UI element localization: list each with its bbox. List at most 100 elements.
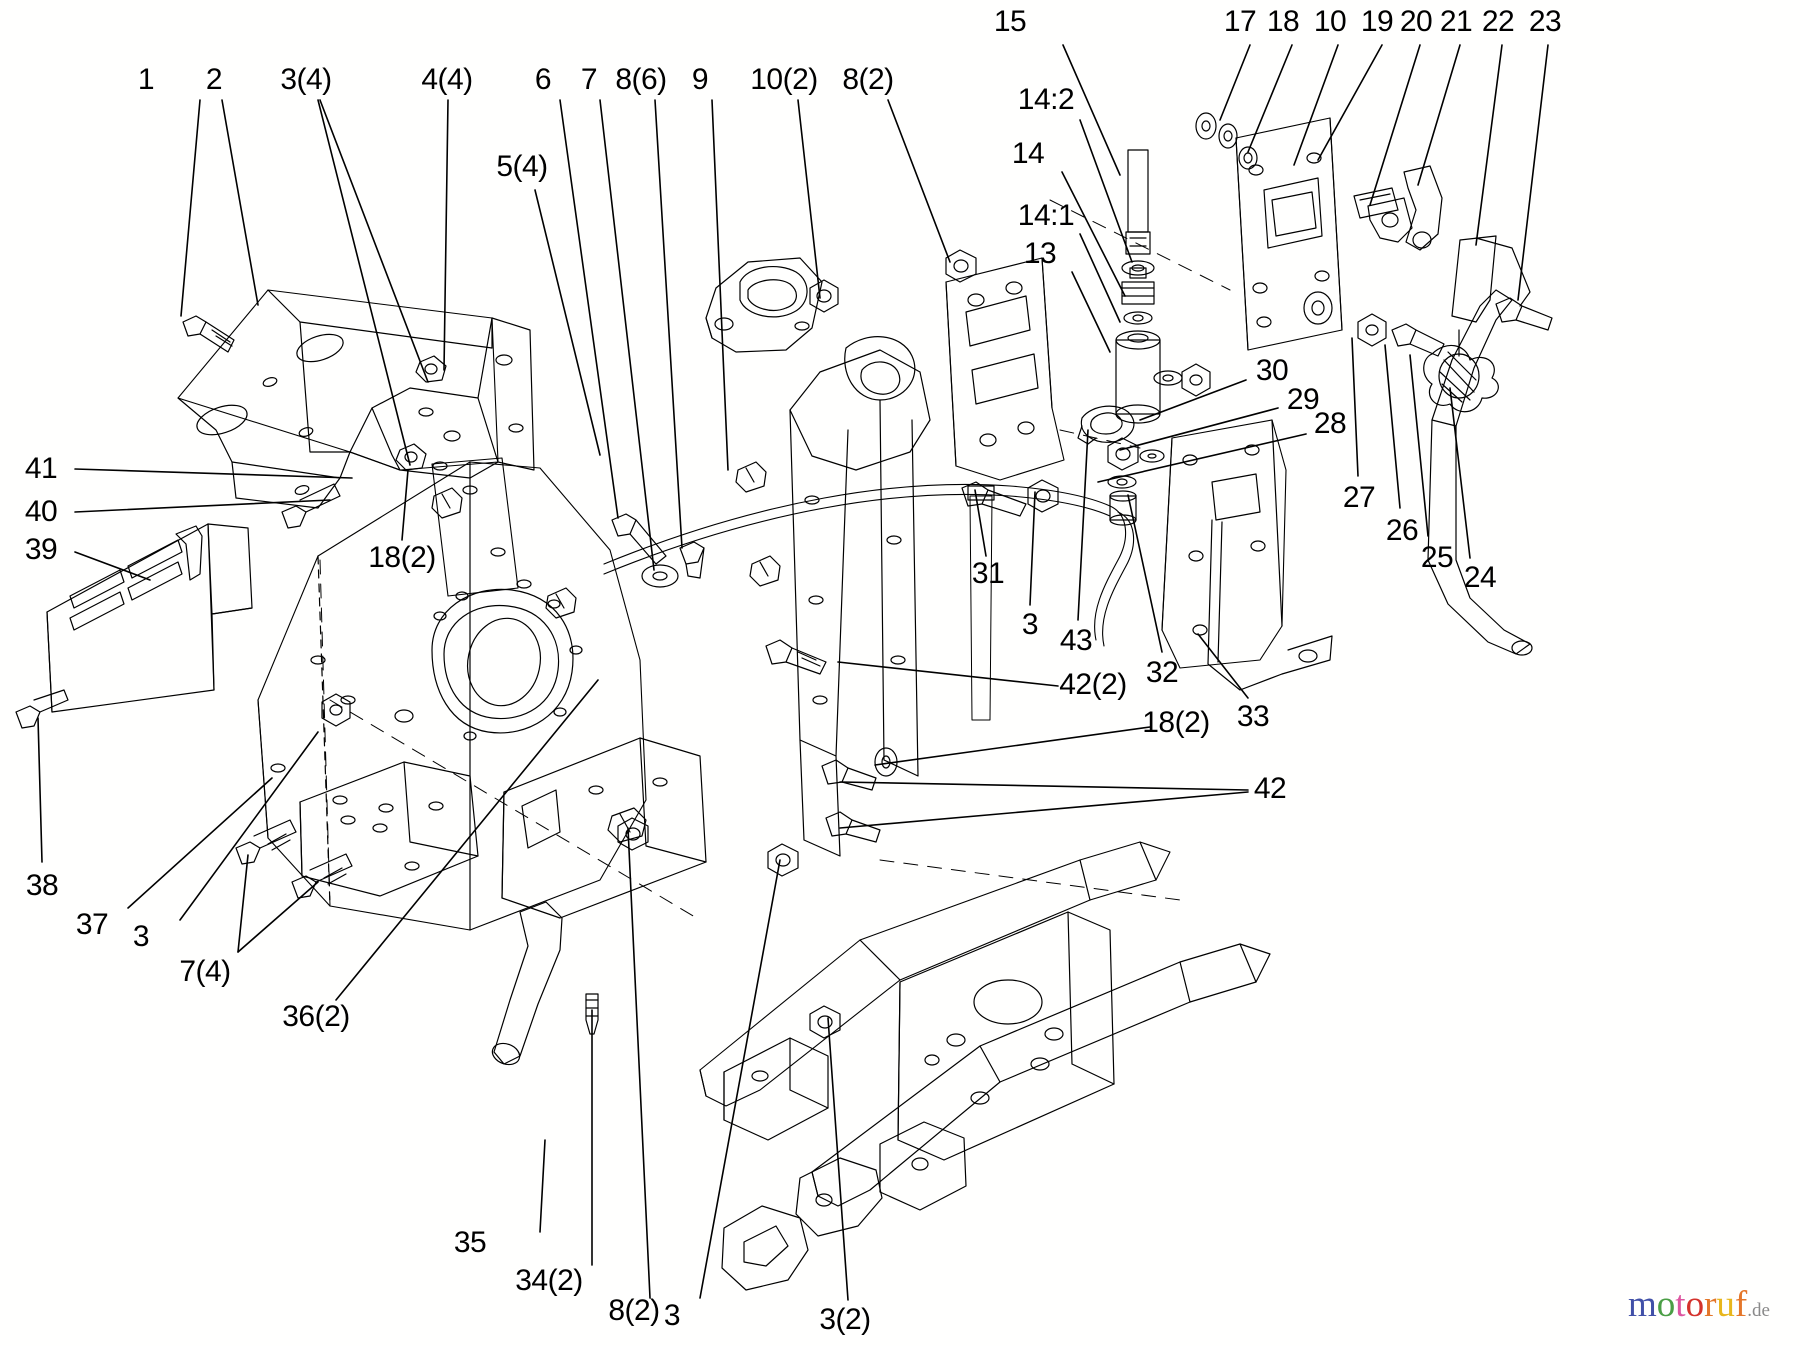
callout-label-26: 26 <box>1385 514 1419 547</box>
callout-label-19: 19 <box>1360 5 1394 38</box>
leader-line <box>1384 344 1401 509</box>
fastener-nut-10a <box>809 279 839 313</box>
leader-line <box>534 189 601 456</box>
leader-line <box>874 726 1151 766</box>
callout-label-13: 13 <box>1023 237 1057 270</box>
callout-label-25: 25 <box>1420 541 1454 574</box>
leader-line <box>839 781 1249 791</box>
leader-line <box>74 551 151 581</box>
callout-label-44: 4(4) <box>421 63 473 96</box>
callout-label-21: 21 <box>1439 5 1473 38</box>
fastener-clip-5c <box>735 461 767 493</box>
leader-line <box>1079 119 1133 263</box>
watermark-letter: u <box>1716 1284 1735 1325</box>
fastener-bolt-40 <box>281 483 341 529</box>
leader-line <box>74 468 353 479</box>
leader-line <box>221 99 259 306</box>
callout-label-24: 24 <box>1463 561 1497 594</box>
callout-label-14: 14 <box>1011 137 1045 170</box>
callout-label-17: 17 <box>1223 5 1257 38</box>
callout-label-86: 8(6) <box>615 63 667 96</box>
leader-line <box>711 99 729 471</box>
watermark-letter: o <box>1685 1284 1705 1325</box>
leader-line <box>443 99 449 371</box>
callout-label-30: 30 <box>1255 354 1289 387</box>
leader-line <box>827 1017 849 1301</box>
callout-label-42: 42 <box>1253 772 1287 805</box>
fastener-bolt-38 <box>15 689 69 729</box>
leader-line <box>1351 337 1359 477</box>
fastener-nut-3-bottom <box>809 1005 841 1039</box>
leader-line <box>317 99 411 466</box>
callout-label-43: 43 <box>1059 624 1093 657</box>
callout-label-33: 33 <box>1236 700 1270 733</box>
fastener-bolt-42b <box>821 759 877 791</box>
callout-label-35: 35 <box>453 1226 487 1259</box>
part-lever-20 <box>1367 197 1413 243</box>
leader-line <box>237 881 319 953</box>
callout-label-40: 40 <box>24 495 58 528</box>
callout-label-39: 39 <box>24 533 58 566</box>
callout-label-37: 37 <box>75 908 109 941</box>
callout-label-54: 5(4) <box>496 150 548 183</box>
leader-line <box>1029 491 1036 606</box>
callout-label-38: 38 <box>25 869 59 902</box>
callout-label-3: 3 <box>1021 608 1039 641</box>
callout-label-182: 18(2) <box>1142 706 1210 739</box>
leader-line <box>1139 379 1247 421</box>
leader-line <box>179 731 319 921</box>
callout-label-18: 18 <box>1266 5 1300 38</box>
leader-line <box>559 99 619 519</box>
fastener-clip-5a <box>431 487 463 519</box>
fastener-washer-17 <box>1195 112 1217 140</box>
part-right-side-panel-33 <box>1161 419 1333 691</box>
fastener-bolt-7a <box>235 819 297 865</box>
part-center-column-assembly <box>789 336 931 857</box>
leader-line <box>887 99 951 263</box>
callout-label-1: 1 <box>137 63 155 96</box>
part-lever-19 <box>1353 187 1399 219</box>
callout-label-2: 2 <box>205 63 223 96</box>
part-connector-bar-4 <box>431 457 532 597</box>
leader-line <box>599 99 655 571</box>
part-rod-22 <box>1451 235 1531 323</box>
leader-line <box>1219 44 1251 121</box>
fastener-nut-29 <box>1181 363 1211 397</box>
leader-line <box>1417 44 1461 186</box>
fastener-nut-8b <box>767 843 799 877</box>
part-lever-21 <box>1403 165 1443 251</box>
callout-label-41: 41 <box>24 452 58 485</box>
leader-line <box>699 859 781 1299</box>
leader-line <box>1061 171 1126 297</box>
leader-line <box>1475 44 1503 246</box>
part-cap-9 <box>705 257 823 353</box>
leader-line <box>1119 407 1279 451</box>
callout-label-102: 10(2) <box>750 63 818 96</box>
leader-line <box>974 489 987 557</box>
callout-label-6: 6 <box>534 63 552 96</box>
leader-line <box>37 717 43 863</box>
leader-line <box>837 661 1059 687</box>
leader-line <box>1293 44 1339 166</box>
callout-label-20: 20 <box>1399 5 1433 38</box>
leader-line <box>654 99 683 549</box>
fastener-nut-43b <box>1027 479 1059 513</box>
callout-label-32: 32 <box>1145 656 1179 689</box>
leader-line <box>1127 494 1163 653</box>
leader-line <box>1062 44 1121 176</box>
leader-line <box>1247 44 1293 153</box>
callout-label-27: 27 <box>1342 481 1376 514</box>
leader-line <box>1097 433 1307 483</box>
callout-label-34: 3(4) <box>280 63 332 96</box>
callout-label-3: 3 <box>132 920 150 953</box>
leader-line <box>539 1139 546 1233</box>
leader-line <box>1449 387 1471 559</box>
callout-label-14-2: 14:2 <box>1017 83 1075 116</box>
part-hydraulic-stack <box>1077 149 1161 526</box>
callout-label-182: 18(2) <box>368 541 436 574</box>
leader-line <box>1317 44 1383 161</box>
watermark-letter: o <box>1656 1284 1676 1325</box>
fastener-washer-28 <box>1139 449 1165 463</box>
fastener-bolt-6 <box>611 513 667 565</box>
